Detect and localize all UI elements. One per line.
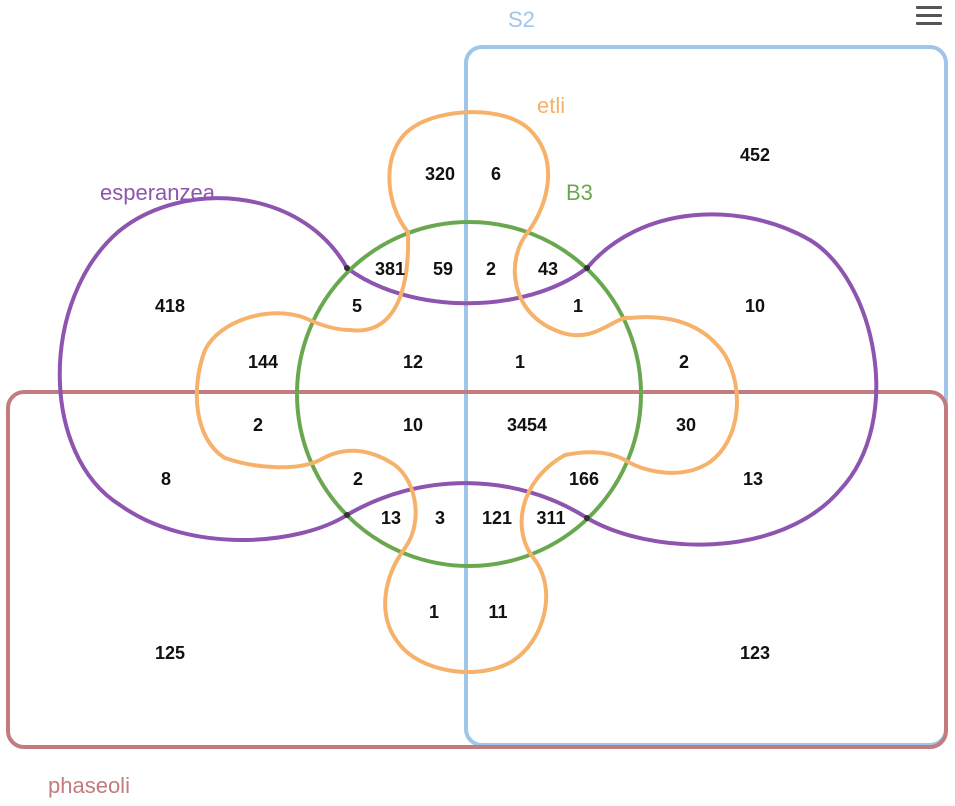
region-count: 10 <box>403 415 423 435</box>
menu-bar <box>916 14 942 17</box>
region-count: 1 <box>573 296 583 316</box>
region-count: 43 <box>538 259 558 279</box>
region-count: 320 <box>425 164 455 184</box>
region-count: 311 <box>536 508 565 528</box>
region-count: 5 <box>352 296 362 316</box>
region-counts: 320 6 452 381 59 2 43 418 5 1 10 144 12 … <box>155 145 770 663</box>
hamburger-menu-icon[interactable] <box>912 4 946 30</box>
region-count: 2 <box>486 259 496 279</box>
region-count: 13 <box>743 469 763 489</box>
menu-bar <box>916 22 942 25</box>
region-count: 381 <box>375 259 405 279</box>
region-count: 11 <box>488 602 507 622</box>
set-label-etli: etli <box>537 93 565 118</box>
set-label-esperanzea: esperanzea <box>100 180 216 205</box>
region-count: 2 <box>353 469 363 489</box>
set-outline-etli <box>194 110 739 675</box>
region-count: 418 <box>155 296 185 316</box>
set-label-s2: S2 <box>508 7 535 32</box>
set-label-phaseoli: phaseoli <box>48 773 130 798</box>
crossing-dot <box>344 512 350 518</box>
region-count: 166 <box>569 469 599 489</box>
region-count: 452 <box>740 145 770 165</box>
crossing-dot <box>584 515 590 521</box>
region-count: 2 <box>253 415 263 435</box>
set-outline-b3 <box>295 220 643 568</box>
region-count: 1 <box>515 352 525 372</box>
crossing-dot <box>584 265 590 271</box>
region-count: 123 <box>740 643 770 663</box>
region-count: 30 <box>676 415 696 435</box>
region-count: 1 <box>429 602 439 622</box>
region-count: 3 <box>435 508 445 528</box>
region-count: 125 <box>155 643 185 663</box>
region-count: 121 <box>482 508 512 528</box>
set-outline-phaseoli <box>6 390 948 749</box>
region-count: 59 <box>433 259 453 279</box>
set-label-b3: B3 <box>566 180 593 205</box>
region-count: 2 <box>679 352 689 372</box>
region-count: 8 <box>161 469 171 489</box>
crossing-dot <box>344 265 350 271</box>
set-outline-esperanzea <box>57 196 879 547</box>
region-count: 12 <box>403 352 423 372</box>
set-outline-s2 <box>464 45 948 747</box>
region-count: 3454 <box>507 415 547 435</box>
region-count: 144 <box>248 352 278 372</box>
region-count: 6 <box>491 164 501 184</box>
region-count: 10 <box>745 296 765 316</box>
region-count: 13 <box>381 508 401 528</box>
menu-bar <box>916 6 942 9</box>
